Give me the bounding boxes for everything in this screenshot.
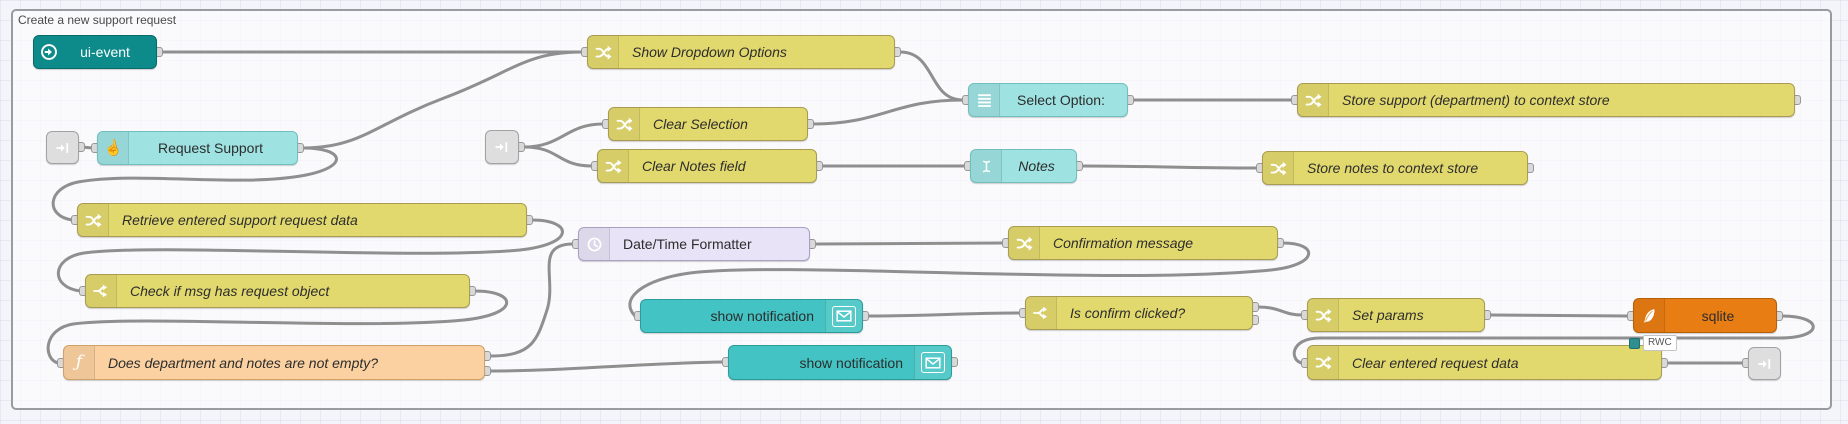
node-label: ui-event [80,44,130,60]
wire-retrieve-check-msg[interactable] [56,218,564,293]
wire-set-params-sqlite[interactable] [1488,313,1630,318]
node-label: Retrieve entered support request data [122,212,358,228]
shuffle-icon [1305,93,1321,108]
feather-icon [1644,308,1655,323]
clock-icon [587,237,601,251]
wire-notes-store-notes[interactable] [1080,164,1259,170]
wire-clear-selection-select-option[interactable] [811,98,965,126]
wire-date-time-confirmation[interactable] [813,241,1005,246]
node-request-support[interactable]: ☝ Request Support [97,131,298,165]
node-sqlite[interactable]: sqlite [1633,298,1777,333]
link-arrow-icon [1758,358,1770,369]
wire-function-date-time[interactable] [488,242,575,358]
shuffle-icon [616,117,632,132]
node-label: Date/Time Formatter [623,236,752,252]
node-label: Clear entered request data [1352,354,1519,371]
node-label: show notification [799,354,903,371]
node-label: Store support (department) to context st… [1342,92,1610,108]
shuffle-icon [1016,236,1032,251]
node-notif-2[interactable]: show notification [728,345,952,380]
node-clear-selection[interactable]: Clear Selection [608,107,808,141]
text-cursor-icon [982,160,990,172]
switch-fork-icon [1033,306,1048,320]
node-label: Does department and notes are not empty? [108,354,379,371]
function-icon: ƒ [75,352,83,372]
shuffle-icon [85,213,101,228]
node-notif-1[interactable]: show notification [640,299,863,333]
node-label: Clear Selection [653,116,748,132]
shuffle-icon [1315,308,1331,323]
wire-request-support-retrieve[interactable] [51,146,338,222]
shuffle-icon [605,159,621,174]
wire-notif-1-is-confirm[interactable] [866,311,1022,318]
node-label: Notes [1018,158,1055,174]
node-label: Select Option: [1017,92,1105,108]
node-ui-event[interactable]: ui-event [33,35,157,69]
node-label: show notification [710,308,814,324]
node-label: Is confirm clicked? [1070,305,1186,321]
status-text: RWC [1643,335,1677,351]
node-clear-entered[interactable]: Clear entered request data [1307,345,1662,380]
wire-show-dropdown-select-option[interactable] [898,50,965,102]
wire-request-support-show-dropdown[interactable] [301,50,584,150]
group-label: Create a new support request [18,13,177,27]
node-store-notes[interactable]: Store notes to context store [1262,151,1528,185]
wire-is-confirm-set-params[interactable] [1256,305,1304,317]
node-clear-notes[interactable]: Clear Notes field [597,149,817,183]
wire-check-msg-function[interactable] [46,289,509,365]
dropdown-bars-icon [977,93,991,107]
node-date-time[interactable]: Date/Time Formatter [578,227,810,261]
node-label [47,132,78,163]
node-function[interactable]: ƒ Does department and notes are not empt… [63,345,485,380]
shuffle-icon [1315,355,1331,370]
node-link-in-1[interactable] [46,131,79,164]
shuffle-icon [1270,161,1286,176]
wire-confirmation-notif-1[interactable] [628,241,1311,318]
envelope-icon [832,305,856,327]
wire-sqlite-clear-entered[interactable] [1292,314,1815,365]
node-label: Set params [1352,307,1424,323]
node-confirmation[interactable]: Confirmation message [1008,226,1278,260]
node-label: Store notes to context store [1307,160,1479,176]
link-arrow-icon [56,142,68,153]
node-show-dropdown[interactable]: Show Dropdown Options [587,35,895,69]
node-label: sqlite [1701,307,1735,324]
node-retrieve[interactable]: Retrieve entered support request data [77,203,527,237]
node-link-out[interactable] [1748,347,1781,380]
wire-function-notif-2[interactable] [488,360,725,373]
node-label [1749,348,1780,379]
link-arrow-icon [495,142,508,152]
node-label: Request Support [157,140,264,156]
envelope-icon [921,352,945,373]
wire-link-in-2-clear-selection[interactable] [522,122,605,149]
node-label: Confirmation message [1053,235,1194,251]
switch-fork-icon [93,284,108,298]
node-check-msg[interactable]: Check if msg has request object [85,274,470,308]
node-notes[interactable]: Notes [970,149,1077,183]
wire-link-in-2-clear-notes[interactable] [522,145,594,168]
event-arrow-icon [41,44,57,60]
node-select-option[interactable]: Select Option: [968,83,1128,117]
node-label [486,131,518,163]
node-is-confirm[interactable]: Is confirm clicked? [1025,296,1253,330]
node-link-in-2[interactable] [485,130,519,164]
node-set-params[interactable]: Set params [1307,298,1485,332]
shuffle-icon [595,45,611,60]
sqlite-status-badge: RWC [1629,335,1677,351]
node-label: Show Dropdown Options [632,44,787,60]
node-label: Clear Notes field [642,158,746,174]
status-square-icon [1629,337,1640,349]
node-label: Check if msg has request object [130,283,330,299]
node-store-support[interactable]: Store support (department) to context st… [1297,83,1795,117]
